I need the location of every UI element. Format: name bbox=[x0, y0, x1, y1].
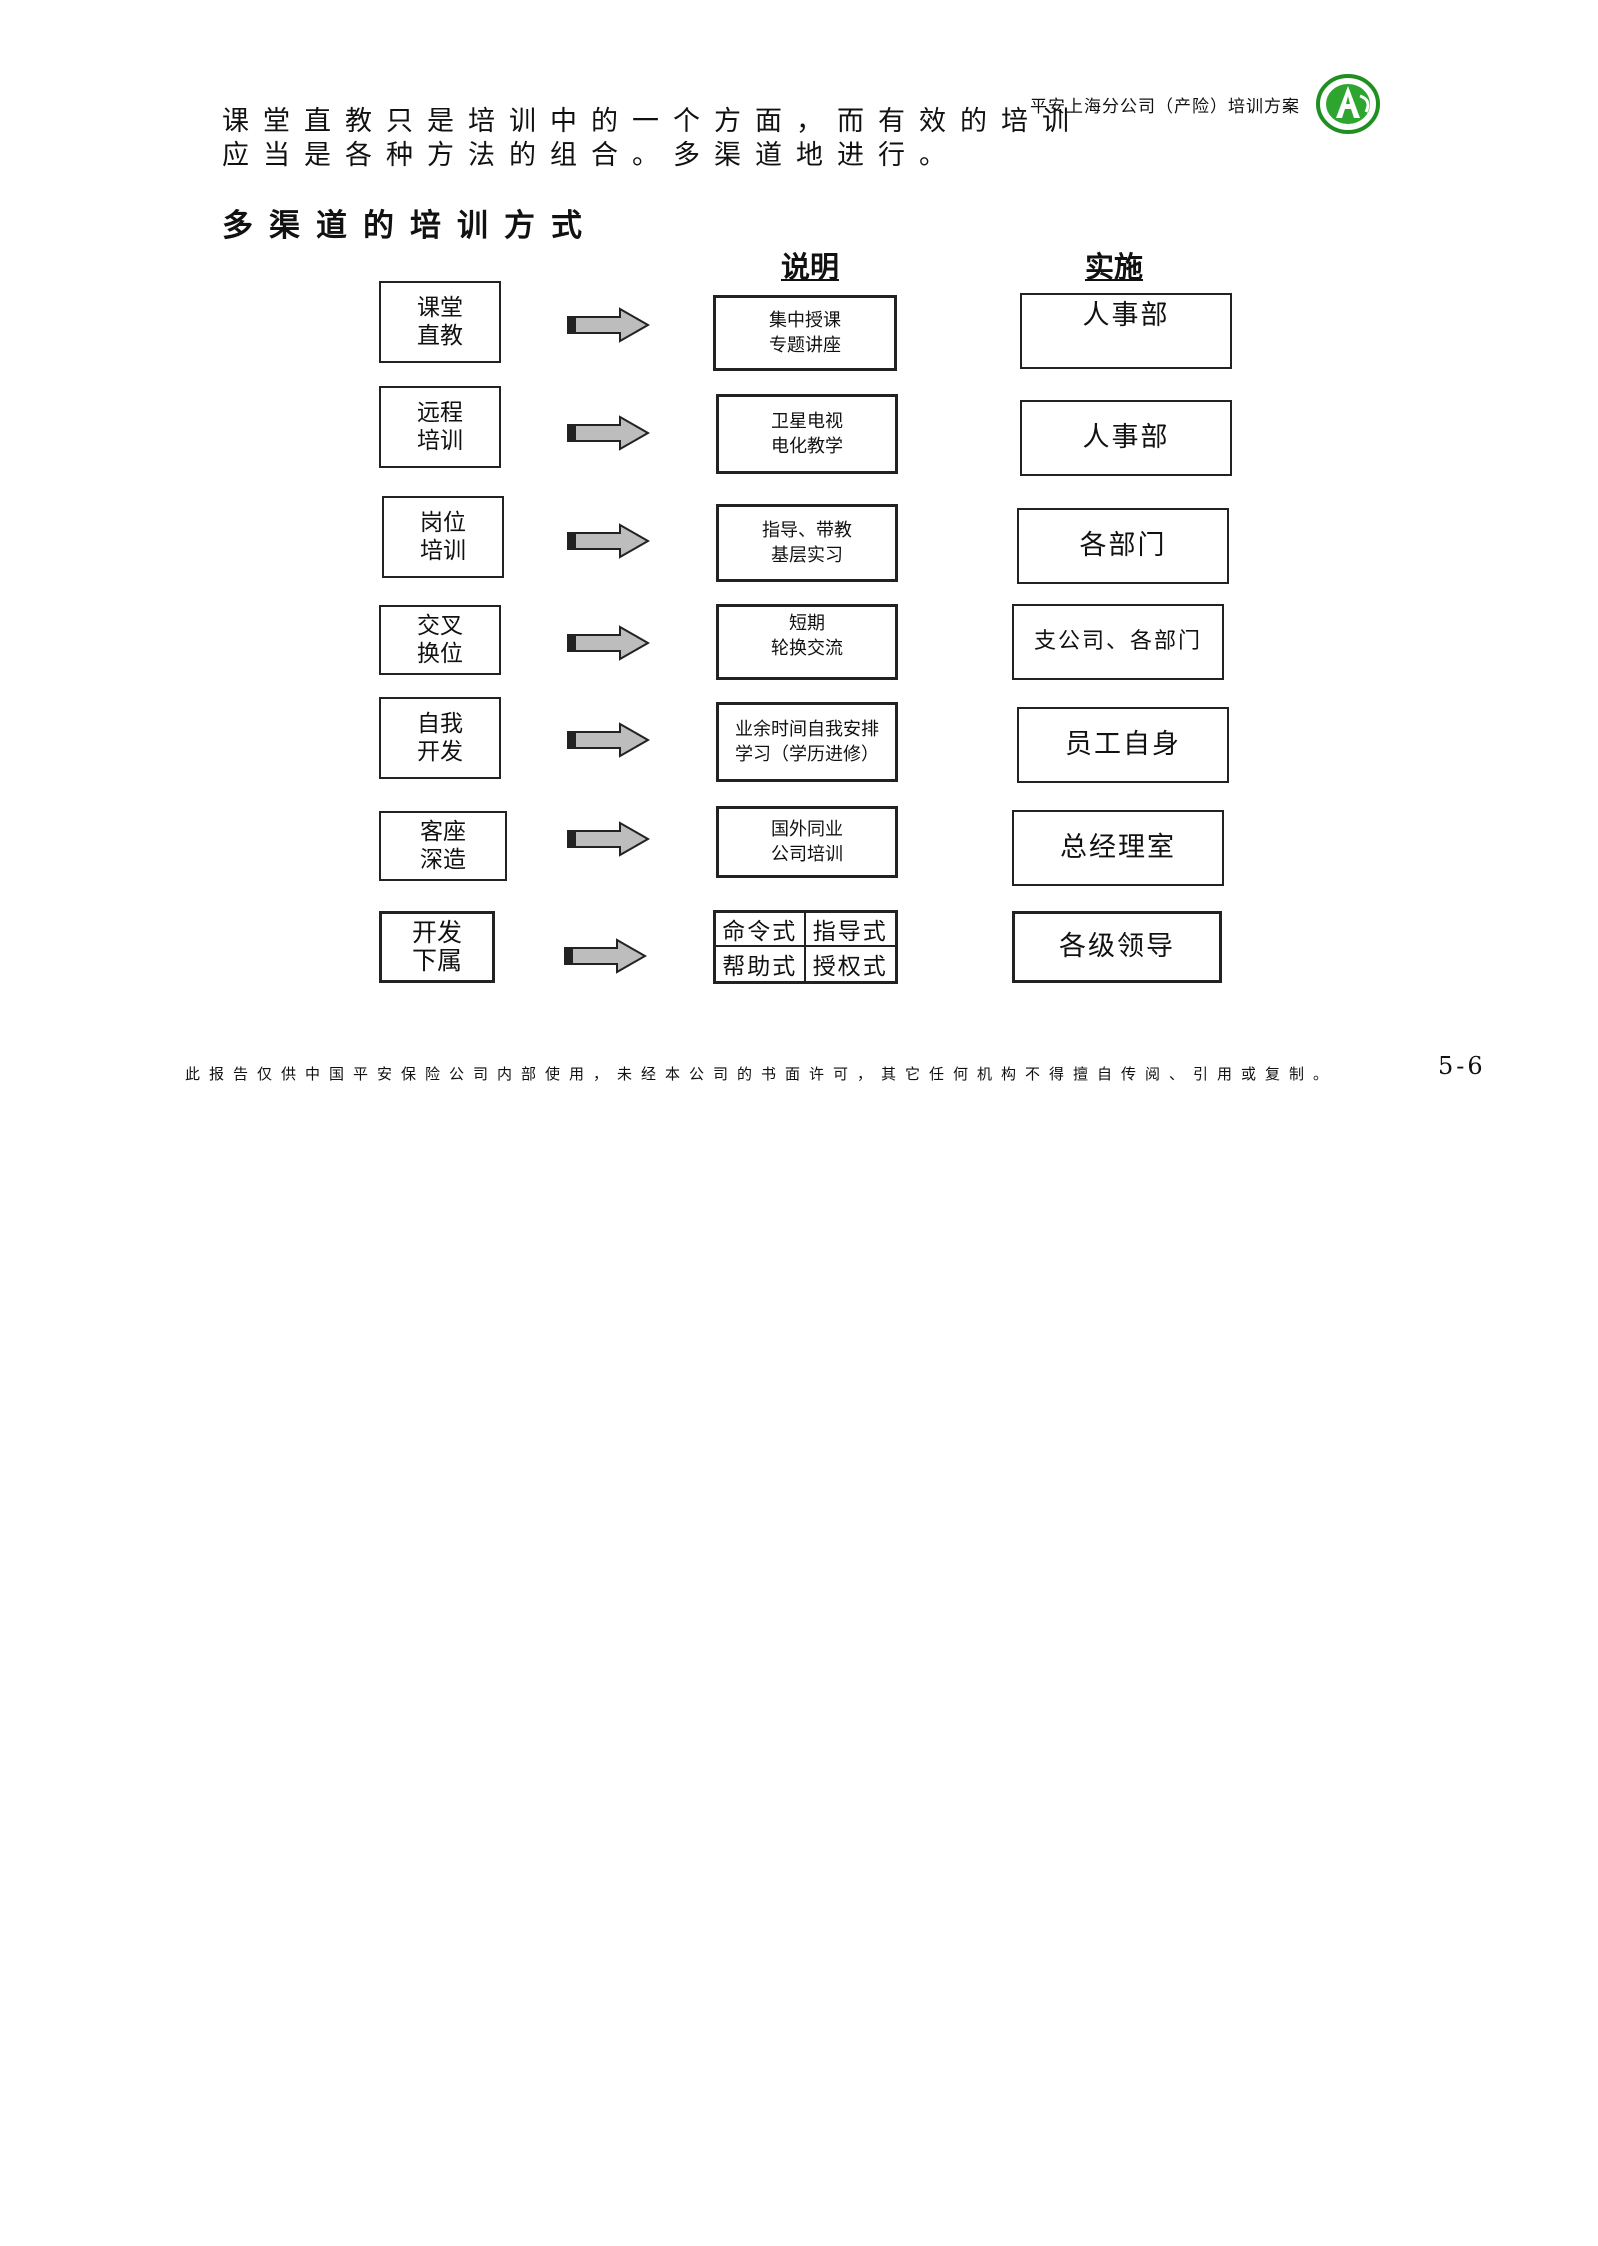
ping-an-logo bbox=[1316, 74, 1380, 134]
right-arrow-icon bbox=[567, 821, 650, 857]
method-box: 岗位 培训 bbox=[382, 496, 504, 578]
right-arrow-icon bbox=[567, 307, 650, 343]
method-box: 客座 深造 bbox=[379, 811, 507, 881]
description-box: 短期 轮换交流 bbox=[716, 604, 898, 680]
page-number: 5-6 bbox=[1438, 1052, 1486, 1080]
implementation-box: 员工自身 bbox=[1017, 707, 1229, 783]
description-box: 业余时间自我安排 学习（学历进修） bbox=[716, 702, 898, 782]
implementation-box: 人事部 bbox=[1020, 400, 1232, 476]
column-header-description: 说明 bbox=[780, 250, 839, 284]
header-title: 平安上海分公司（产险）培训方案 bbox=[1030, 97, 1300, 117]
right-arrow-icon bbox=[567, 625, 650, 661]
leadership-style-grid: 命令式 指导式 帮助式 授权式 bbox=[713, 910, 898, 984]
implementation-box: 各部门 bbox=[1017, 508, 1229, 584]
method-box: 交叉 换位 bbox=[379, 605, 501, 675]
right-arrow-icon bbox=[564, 938, 647, 974]
description-box: 国外同业 公司培训 bbox=[716, 806, 898, 878]
right-arrow-icon bbox=[567, 523, 650, 559]
right-arrow-icon bbox=[567, 722, 650, 758]
intro-line-2: 应当是各种方法的组合。多渠道地进行。 bbox=[222, 140, 960, 171]
description-box: 指导、带教 基层实习 bbox=[716, 504, 898, 582]
leadership-style-cell: 命令式 bbox=[716, 913, 806, 947]
method-box: 自我 开发 bbox=[379, 697, 501, 779]
confidentiality-notice: 此报告仅供中国平安保险公司内部使用，未经本公司的书面许可，其它任何机构不得擅自传… bbox=[185, 1065, 1338, 1083]
implementation-box: 支公司、各部门 bbox=[1012, 604, 1224, 680]
leadership-style-cell: 授权式 bbox=[812, 954, 888, 980]
implementation-box: 各级领导 bbox=[1012, 911, 1222, 983]
method-box: 课堂 直教 bbox=[379, 281, 501, 363]
leadership-style-cell: 帮助式 bbox=[716, 947, 806, 981]
intro-line-1: 课堂直教只是培训中的一个方面，而有效的培训 bbox=[222, 106, 1083, 137]
implementation-box: 人事部 bbox=[1020, 293, 1232, 369]
implementation-box: 总经理室 bbox=[1012, 810, 1224, 886]
description-box: 集中授课 专题讲座 bbox=[713, 295, 897, 371]
method-box: 开发 下属 bbox=[379, 911, 495, 983]
leadership-style-cell: 指导式 bbox=[805, 913, 895, 947]
column-header-implementation: 实施 bbox=[1084, 250, 1143, 284]
method-box: 远程 培训 bbox=[379, 386, 501, 468]
section-heading: 多渠道的培训方式 bbox=[222, 208, 598, 244]
description-box: 卫星电视 电化教学 bbox=[716, 394, 898, 474]
right-arrow-icon bbox=[567, 415, 650, 451]
